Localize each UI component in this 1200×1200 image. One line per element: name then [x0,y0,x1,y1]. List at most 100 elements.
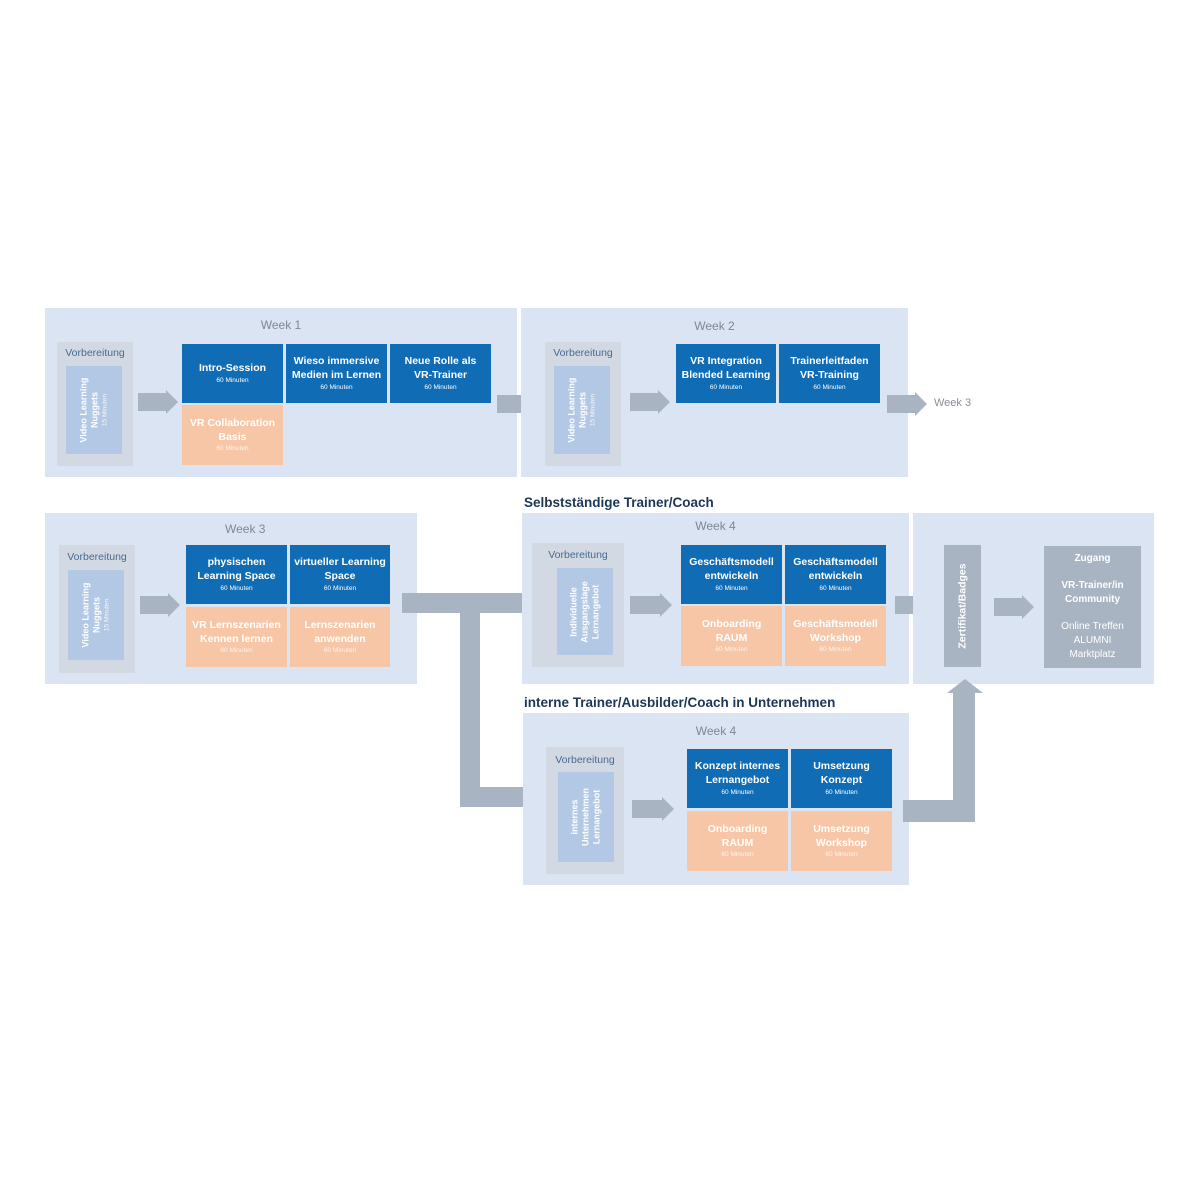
certificate-label: Zertifikat/Badges [956,563,968,649]
week1-session-1: Intro-Session 60 Minuten [182,344,283,403]
track-b-panel: Week 4 Vorbereitung internes Unternehmen… [523,713,909,885]
week3-prep-duration: 15 Minuten [103,598,111,632]
week3-session-1-title: physischen Learning Space [197,556,276,582]
track-a-workshop-1-title: Onboarding RAUM [701,618,762,644]
track-a-workshop-2-duration: 60 Minuten [819,646,852,653]
week3-prep-rotated: Video Learning Nuggets 15 Minuten [81,575,112,655]
track-b-prep-arrow [632,797,674,821]
access-item-3: Marktplatz [1069,649,1116,660]
week3-workshop-2-duration: 60 Minuten [323,647,357,654]
track-b-workshop-2-duration: 60 Minuten [825,851,858,858]
track-a-workshop-2-title: Geschäftsmodell Workshop [793,618,878,644]
track-a-heading: Selbstständige Trainer/Coach [524,495,714,510]
week1-title: Week 1 [260,318,302,332]
track-b-workshop-1-duration: 60 Minuten [721,851,754,858]
access-title: Zugang [1074,553,1111,564]
track-b-session-2: Umsetzung Konzept 60 Minuten [791,749,892,808]
track-b-workshop-1: Onboarding RAUM 60 Minuten [687,811,788,871]
track-b-prep: Vorbereitung internes Unternehmen Lernan… [546,747,624,874]
track-b-workshop-2-title: Umsetzung Workshop [813,823,870,849]
week1-session-3-duration: 60 Minuten [424,384,457,391]
track-b-workshop-1-title: Onboarding RAUM [707,823,768,849]
week3-prep-arrow [140,593,180,617]
week1-workshop-1: VR Collaboration Basis 60 Minuten [182,405,283,465]
certificate-box: Zertifikat/Badges [944,545,981,667]
week3-prep-inner: Video Learning Nuggets 15 Minuten [68,570,124,660]
week3-workshop-1-title: VR Lernszenarien Kennen lernen [192,619,281,645]
track-b-workshop-2: Umsetzung Workshop 60 Minuten [791,811,892,871]
week2-prep-title: Video Learning Nuggets [566,377,588,443]
week3-workshop-1: VR Lernszenarien Kennen lernen 60 Minute… [186,607,287,667]
track-a-session-2-title: Geschäftsmodell entwickeln [793,556,878,582]
week2-panel: Week 2 Vorbereitung Video Learning Nugge… [521,308,908,477]
week2-session-2-duration: 60 Minuten [813,384,846,391]
week1-prep-label: Vorbereitung [65,347,125,359]
week1-prep-rotated: Video Learning Nuggets 15 Minuten [79,370,110,450]
certificate-rotated: Zertifikat/Badges [956,563,968,649]
week3-workshop-2: Lernszenarien anwenden 60 Minuten [290,607,390,667]
week2-title: Week 2 [694,319,735,333]
track-a-workshop-1-duration: 60 Minuten [715,646,748,653]
track-b-session-1-title: Konzept internes Lernangebot [694,760,781,786]
track-b-prep-title: internes Unternehmen Lernangebot [569,788,602,847]
week3-session-1: physischen Learning Space 60 Minuten [186,545,287,604]
track-b-session-2-title: Umsetzung Konzept [813,760,870,786]
week2-prep: Vorbereitung Video Learning Nuggets 15 M… [545,342,621,466]
track-a-prep-label: Vorbereitung [548,549,608,561]
track-a-workshop-2: Geschäftsmodell Workshop 60 Minuten [785,606,886,666]
week1-session-1-duration: 60 Minuten [216,377,249,384]
week3-title: Week 3 [225,522,266,536]
track-b-title: Week 4 [695,724,737,738]
week1-session-2-title: Wieso immersive Medien im Lernen [291,355,382,381]
week1-session-2: Wieso immersive Medien im Lernen 60 Minu… [286,344,387,403]
week3-prep-title: Video Learning Nuggets [80,582,102,648]
track-a-prep-inner: Individuelle Ausgangslage Lernangebot [557,568,613,655]
week2-session-1-duration: 60 Minuten [709,384,743,391]
week3-prep-label: Vorbereitung [67,551,127,563]
track-b-to-final-connector [903,679,983,822]
week1-session-3: Neue Rolle als VR-Trainer 60 Minuten [390,344,491,403]
week3-prep: Vorbereitung Video Learning Nuggets 15 M… [59,545,135,673]
week2-session-1-title: VR Integration Blended Learning [681,355,771,381]
access-box: Zugang VR-Trainer/in Community Online Tr… [1044,546,1141,668]
week2-prep-arrow [630,390,670,414]
week2-session-1: VR Integration Blended Learning 60 Minut… [676,344,776,403]
community-label: VR-Trainer/in Community [1061,580,1124,605]
week3-session-2: virtueller Learning Space 60 Minuten [290,545,390,604]
week1-prep-arrow [138,390,178,414]
week1-session-3-title: Neue Rolle als VR-Trainer [404,355,477,381]
track-a-session-2: Geschäftsmodell entwickeln 60 Minuten [785,545,886,604]
track-a-title: Week 4 [695,519,736,533]
week1-session-2-duration: 60 Minuten [320,384,353,391]
week2-prep-duration: 15 Minuten [589,393,597,427]
track-a-workshop-1: Onboarding RAUM 60 Minuten [681,606,782,666]
week1-prep-inner: Video Learning Nuggets 15 Minuten [66,366,122,454]
week1-prep-duration: 15 Minuten [101,393,109,427]
track-a-prep-title: Individuelle Ausgangslage Lernangebot [568,580,601,643]
track-a-session-1-duration: 60 Minuten [715,585,748,592]
week3-panel: Week 3 Vorbereitung Video Learning Nugge… [45,513,417,684]
access-item-2: ALUMNI [1073,635,1112,646]
week1-workshop-1-duration: 60 Minuten [216,445,249,452]
week3-session-2-duration: 60 Minuten [323,585,357,592]
week3-workshop-1-duration: 60 Minuten [220,647,253,654]
track-a-session-1-title: Geschäftsmodell entwickeln [689,556,774,582]
week2-prep-rotated: Video Learning Nuggets 15 Minuten [567,370,598,450]
track-a-prep-rotated: Individuelle Ausgangslage Lernangebot [569,570,602,654]
track-b-prep-label: Vorbereitung [555,754,615,766]
week1-prep: Vorbereitung Video Learning Nuggets 15 M… [57,342,133,466]
week3-next-label: Week 3 [934,397,972,409]
track-b-session-2-duration: 60 Minuten [825,789,858,796]
track-a-panel: Week 4 Vorbereitung Individuelle Ausgang… [522,513,909,684]
certificate-to-access-arrow [994,595,1034,619]
week1-workshop-1-title: VR Collaboration Basis [189,417,276,443]
week3-branch-connector [402,590,540,810]
access-item-1: Online Treffen [1061,621,1124,632]
track-b-prep-inner: internes Unternehmen Lernangebot [558,772,614,862]
track-b-session-1-duration: 60 Minuten [721,789,754,796]
week2-prep-inner: Video Learning Nuggets 15 Minuten [554,366,610,454]
track-a-session-2-duration: 60 Minuten [819,585,852,592]
week3-session-2-title: virtueller Learning Space [294,556,386,582]
track-a-prep: Vorbereitung Individuelle Ausgangslage L… [532,543,624,667]
week1-panel: Week 1 Vorbereitung Video Learning Nugge… [45,308,517,477]
